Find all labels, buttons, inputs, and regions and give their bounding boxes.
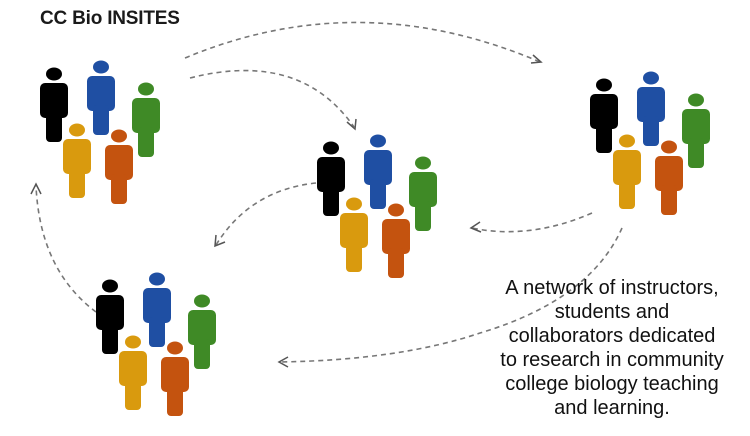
arrow-top-left-to-top-right [184,21,543,64]
caption-line: students and [554,301,670,323]
group-top-right [590,72,710,216]
page-title: CC Bio INSITES [40,8,180,29]
group-bottom-left [96,273,216,417]
arrowhead-icon [214,234,226,248]
caption-line: college biology teaching [505,373,719,395]
people-group-icon [590,72,710,216]
arrow-top-left-to-center [189,69,357,131]
people-group-icon [317,135,437,279]
caption-line: collaborators dedicated [508,325,716,347]
group-top-left [40,61,160,205]
arrowhead-icon [30,182,42,195]
caption-line: A network of instructors, [505,277,719,299]
people-group-icon [40,61,160,205]
arrowhead-icon [277,356,289,368]
arrowhead-icon [469,221,482,233]
arrowhead-icon [346,118,357,131]
arrow-top-right-to-bottom-left [277,227,623,368]
caption-line: to research in community [500,349,724,371]
arrow-top-right-to-center [469,212,593,233]
group-center [317,135,437,279]
arrow-center-to-bottom-left [214,182,317,248]
arrow-bottom-left-to-top-left [30,182,97,313]
people-group-icon [96,273,216,417]
arrowhead-icon [530,54,543,64]
network-description: A network of instructors, students and c… [488,276,736,420]
caption-line: and learning. [554,397,670,419]
